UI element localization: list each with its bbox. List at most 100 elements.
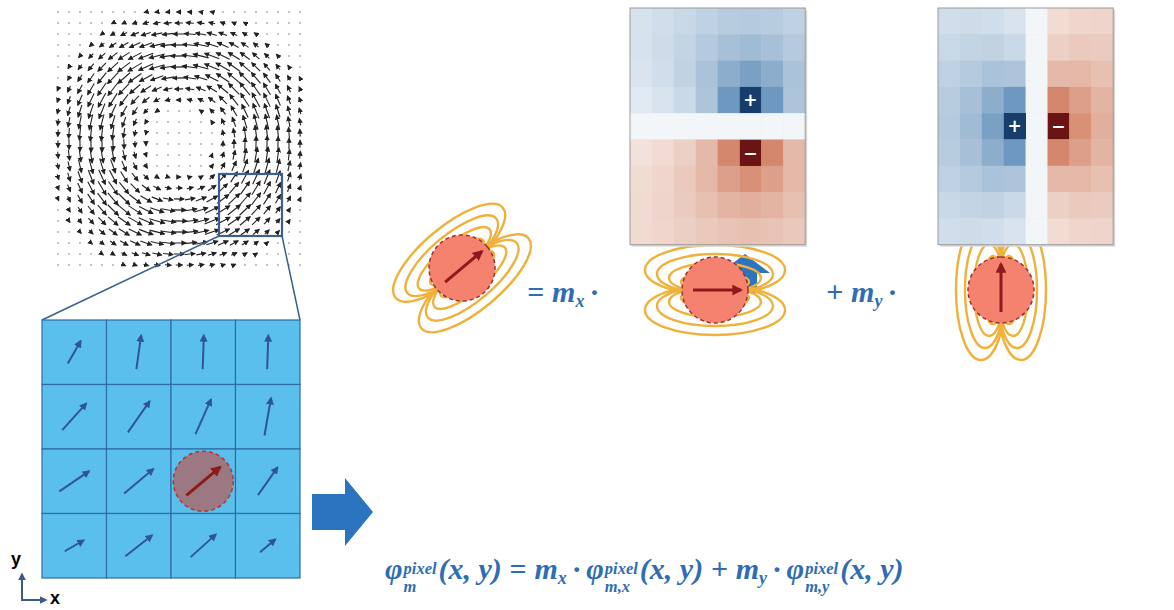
field-arrow bbox=[252, 63, 260, 71]
field-arrow bbox=[101, 253, 104, 255]
field-arrow bbox=[287, 196, 290, 202]
field-arrow bbox=[123, 150, 125, 160]
field-arrow bbox=[57, 152, 59, 159]
field-dot bbox=[57, 66, 59, 68]
map-pixel bbox=[652, 8, 674, 35]
field-arrow bbox=[152, 197, 162, 201]
field-arrow bbox=[242, 105, 248, 118]
field-arrow bbox=[121, 253, 126, 256]
field-arrow bbox=[175, 22, 183, 23]
field-dot bbox=[211, 143, 213, 145]
map-pixel bbox=[1026, 113, 1048, 140]
map-pixel bbox=[1069, 218, 1091, 245]
field-arrow bbox=[68, 66, 70, 69]
field-arrow bbox=[241, 229, 249, 235]
field-dot bbox=[167, 121, 169, 123]
field-arrow bbox=[90, 147, 92, 163]
math-symbol: · bbox=[590, 275, 598, 308]
field-dot bbox=[90, 11, 92, 13]
field-arrow bbox=[265, 54, 270, 59]
map-pixel bbox=[696, 192, 718, 219]
field-arrow bbox=[240, 53, 249, 60]
map-frame bbox=[938, 8, 1113, 245]
field-arrow bbox=[78, 195, 82, 203]
field-dot bbox=[277, 22, 279, 24]
field-arrow bbox=[220, 253, 227, 256]
sign-marker: − bbox=[740, 140, 762, 166]
field-arrow bbox=[299, 151, 301, 158]
map-pixel bbox=[938, 192, 960, 219]
field-arrow bbox=[165, 187, 171, 189]
field-dot bbox=[288, 33, 290, 35]
math-symbol: · bbox=[573, 552, 581, 585]
field-arrow bbox=[150, 65, 165, 70]
subscript: x bbox=[558, 568, 567, 588]
map-pixel bbox=[783, 218, 805, 245]
field-arrow bbox=[196, 253, 205, 255]
field-dot bbox=[299, 44, 301, 46]
map-pixel bbox=[674, 113, 696, 140]
map-pixel bbox=[761, 166, 783, 193]
field-arrow bbox=[241, 170, 248, 183]
field-arrow bbox=[173, 77, 185, 78]
field-arrow bbox=[264, 182, 271, 195]
map-pixel bbox=[1026, 140, 1048, 167]
field-arrow bbox=[111, 253, 115, 255]
field-dot bbox=[57, 264, 59, 266]
field-dot bbox=[90, 33, 92, 35]
field-arrow bbox=[78, 105, 82, 117]
field-arrow bbox=[194, 44, 208, 47]
field-dot bbox=[178, 165, 180, 167]
field-arrow bbox=[88, 64, 94, 71]
field-arrow bbox=[68, 128, 70, 138]
field-dot bbox=[178, 143, 180, 145]
field-arrow bbox=[98, 193, 107, 205]
field-arrow bbox=[182, 66, 197, 68]
map-pixel bbox=[1091, 166, 1113, 193]
pixel-grid bbox=[42, 320, 300, 578]
field-arrow bbox=[231, 32, 237, 35]
field-arrow bbox=[120, 94, 128, 105]
map-pixel bbox=[960, 87, 982, 114]
field-arrow bbox=[254, 114, 258, 129]
sign-marker: + bbox=[740, 87, 762, 113]
field-dot bbox=[68, 44, 70, 46]
field-arrow bbox=[276, 159, 279, 172]
math-symbol: φ bbox=[586, 552, 604, 585]
field-dot bbox=[112, 264, 114, 266]
field-arrow bbox=[78, 183, 83, 193]
field-arrow bbox=[153, 186, 160, 190]
field-dot bbox=[255, 11, 257, 13]
field-arrow bbox=[186, 22, 194, 24]
field-dot bbox=[299, 22, 301, 24]
pixel-cell bbox=[171, 514, 236, 579]
field-arrow bbox=[228, 52, 239, 59]
field-arrow bbox=[288, 220, 290, 223]
vector-field bbox=[42, 11, 301, 320]
field-dot bbox=[57, 22, 59, 24]
field-arrow bbox=[100, 158, 105, 173]
map-pixel bbox=[740, 218, 762, 245]
field-arrow bbox=[229, 84, 240, 95]
map-pixel bbox=[1091, 218, 1113, 245]
field-arrow bbox=[118, 217, 130, 225]
map-pixel bbox=[652, 87, 674, 114]
subscript: m,y bbox=[805, 578, 838, 595]
field-arrow bbox=[132, 107, 137, 114]
map-pixel bbox=[630, 140, 652, 167]
field-dot bbox=[288, 44, 290, 46]
field-arrow bbox=[68, 107, 70, 116]
map-pixel bbox=[674, 34, 696, 61]
field-dot bbox=[57, 11, 59, 13]
field-dot bbox=[266, 11, 268, 13]
field-arrow bbox=[228, 194, 239, 205]
math-symbol: · bbox=[888, 275, 896, 308]
field-arrow bbox=[205, 207, 219, 213]
field-arrow bbox=[57, 141, 58, 148]
zoom-box bbox=[219, 174, 282, 236]
field-dot bbox=[156, 165, 158, 167]
pixel-cell bbox=[42, 449, 107, 514]
field-arrow bbox=[232, 264, 235, 265]
map-pixel bbox=[674, 87, 696, 114]
field-arrow bbox=[109, 181, 118, 194]
